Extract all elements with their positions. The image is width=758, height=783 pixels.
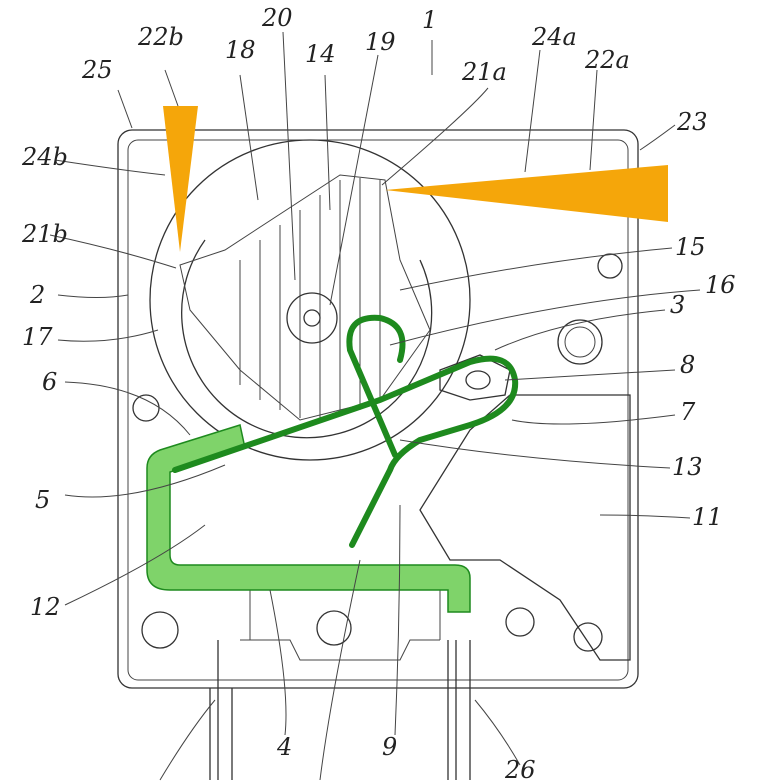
label-1: 1 xyxy=(422,6,437,34)
hole xyxy=(598,254,622,278)
base-rib xyxy=(240,590,440,660)
axle-19 xyxy=(287,293,337,343)
label-20: 20 xyxy=(261,4,293,32)
label-5: 5 xyxy=(35,486,50,514)
label-9: 9 xyxy=(382,733,397,761)
label-24b: 24b xyxy=(21,143,68,171)
label-23: 23 xyxy=(676,108,708,136)
label-11: 11 xyxy=(692,503,723,531)
label-2: 2 xyxy=(29,281,45,309)
label-22a: 22a xyxy=(584,46,630,74)
label-16: 16 xyxy=(705,271,736,299)
label-13: 13 xyxy=(672,453,703,481)
hole xyxy=(565,327,595,357)
label-12: 12 xyxy=(30,593,61,621)
label-19: 19 xyxy=(365,28,396,56)
wedge-22a xyxy=(385,165,668,222)
label-8: 8 xyxy=(680,351,695,379)
disc-inner xyxy=(182,240,432,438)
label-7: 7 xyxy=(680,398,696,426)
cam-pin xyxy=(466,371,490,389)
label-24a: 24a xyxy=(531,23,577,51)
spring-frame xyxy=(147,425,470,612)
hole xyxy=(133,395,159,421)
hole xyxy=(506,608,534,636)
label-3: 3 xyxy=(670,291,685,319)
hatched-segment xyxy=(180,175,430,420)
label-18: 18 xyxy=(225,36,256,64)
label-25: 25 xyxy=(81,56,113,84)
lever-11 xyxy=(420,395,630,660)
spring-wire xyxy=(175,359,515,545)
leg-left xyxy=(210,640,232,780)
label-15: 15 xyxy=(675,233,706,261)
label-21b: 21b xyxy=(21,220,68,248)
label-26: 26 xyxy=(504,756,536,783)
axle-19-inner xyxy=(304,310,320,326)
label-17: 17 xyxy=(22,323,53,351)
hatching xyxy=(240,178,380,418)
label-22b: 22b xyxy=(137,23,184,51)
label-14: 14 xyxy=(305,40,336,68)
label-6: 6 xyxy=(42,368,57,396)
spring-coil xyxy=(349,318,402,455)
label-4: 4 xyxy=(276,733,292,761)
hole xyxy=(142,612,178,648)
leg-right xyxy=(448,640,470,780)
label-21a: 21a xyxy=(461,58,507,86)
wedge-22b xyxy=(163,106,198,252)
